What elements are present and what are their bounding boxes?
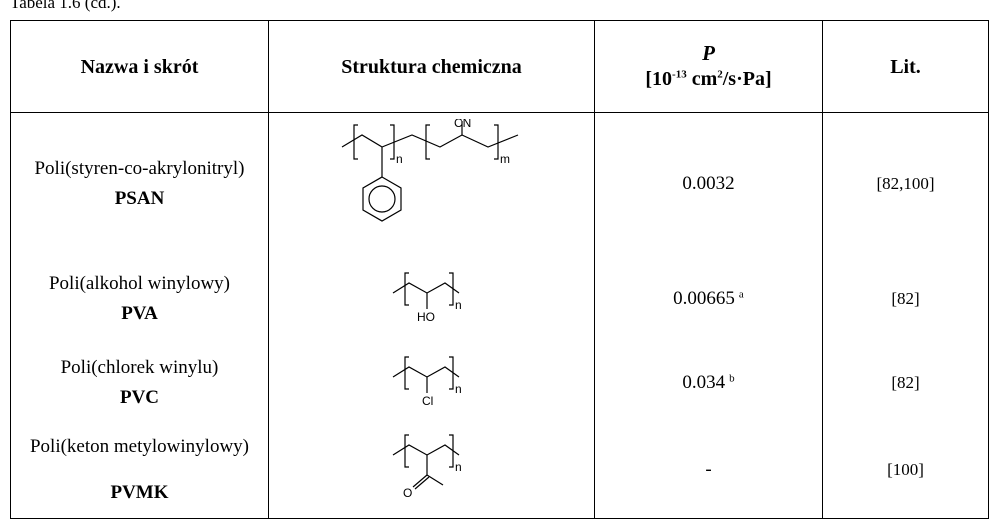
cell-structure: CN n m xyxy=(268,112,595,255)
psan-cn-label: CN xyxy=(454,119,471,130)
cell-permeability: - xyxy=(594,422,823,519)
table-row: Poli(alkohol winylowy) PVA HO n 0.00665 … xyxy=(10,254,989,343)
psan-structure-diagram: CN n m xyxy=(341,119,518,222)
cell-name: Poli(styren-co-akrylonitryl) PSAN xyxy=(10,112,269,255)
cell-name: Poli(alkohol winylowy) PVA xyxy=(10,254,269,343)
pva-n-label: n xyxy=(455,298,462,312)
footnote-b: b xyxy=(729,372,735,385)
cell-structure: O n xyxy=(268,422,595,519)
table-caption: Tabela 1.6 (cd.). xyxy=(10,0,121,12)
footnote-a: a xyxy=(738,288,744,301)
header-structure: Struktura chemiczna xyxy=(268,20,595,113)
cell-permeability: 0.0032 xyxy=(594,112,823,255)
pva-structure-diagram: HO n xyxy=(392,271,462,324)
cell-literature: [82,100] xyxy=(822,112,989,255)
table-row: Poli(styren-co-akrylonitryl) PSAN xyxy=(10,112,989,255)
cell-structure: Cl n xyxy=(268,342,595,423)
pvmk-o-label: O xyxy=(403,486,412,500)
pvc-cl-label: Cl xyxy=(422,394,433,408)
header-p-unit: [10-13 cm2/s·Pa] xyxy=(645,67,772,90)
header-name: Nazwa i skrót xyxy=(10,20,269,113)
cell-literature: [82] xyxy=(822,342,989,423)
pvc-structure-diagram: Cl n xyxy=(392,355,462,408)
cell-structure: HO n xyxy=(268,254,595,343)
cell-literature: [100] xyxy=(822,422,989,519)
pvmk-structure-diagram: O n xyxy=(392,434,462,500)
header-permeability: P [10-13 cm2/s·Pa] xyxy=(594,20,823,113)
cell-permeability: 0.034 b xyxy=(594,342,823,423)
psan-n-label: n xyxy=(396,152,403,166)
cell-permeability: 0.00665 a xyxy=(594,254,823,343)
table-header-row: Nazwa i skrót Struktura chemiczna P [10-… xyxy=(10,20,989,113)
table-row: Poli(chlorek winylu) PVC Cl n 0.034 b xyxy=(10,342,989,423)
header-literature: Lit. xyxy=(822,20,989,113)
table-row: Poli(keton metylowinylowy) PVMK O n xyxy=(10,422,989,519)
cell-name: Poli(keton metylowinylowy) PVMK xyxy=(10,422,269,519)
psan-m-label: m xyxy=(500,152,510,166)
header-p-symbol: P xyxy=(702,41,715,66)
pvc-n-label: n xyxy=(455,382,462,396)
cell-name: Poli(chlorek winylu) PVC xyxy=(10,342,269,423)
cell-literature: [82] xyxy=(822,254,989,343)
pvmk-n-label: n xyxy=(455,460,462,474)
pva-ho-label: HO xyxy=(417,310,435,324)
polymer-permeability-table: Nazwa i skrót Struktura chemiczna P [10-… xyxy=(10,20,989,519)
